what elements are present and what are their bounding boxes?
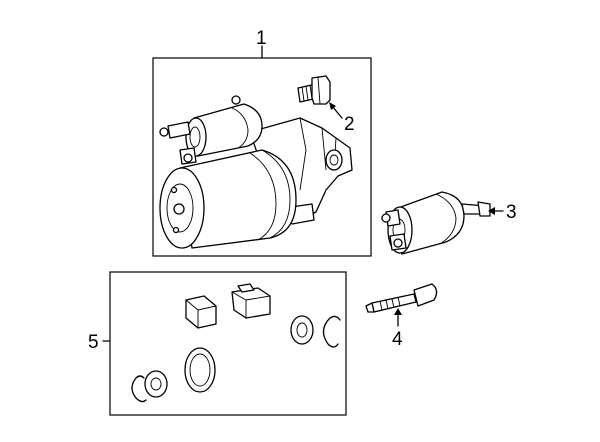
- callout-3-arrow: [488, 207, 495, 215]
- callout-1: 1: [256, 28, 267, 49]
- callout-2-arrow: [329, 102, 336, 110]
- through-bolt[interactable]: [365, 283, 438, 313]
- callout-4-arrow: [394, 308, 402, 315]
- brush-holder[interactable]: [231, 283, 271, 319]
- solenoid[interactable]: [381, 191, 491, 255]
- mounting-bolt[interactable]: [297, 75, 331, 105]
- washer[interactable]: [144, 370, 168, 398]
- o-ring[interactable]: [290, 315, 314, 345]
- callout-5: 5: [88, 332, 99, 353]
- starter-motor[interactable]: [159, 95, 353, 249]
- repair-kit-box: [109, 271, 347, 416]
- callout-2: 2: [344, 114, 355, 135]
- callout-4: 4: [392, 329, 403, 350]
- callout-3: 3: [506, 202, 517, 223]
- snap-ring-small[interactable]: [131, 375, 147, 403]
- brush-block[interactable]: [185, 295, 217, 329]
- callout-2-leader: [331, 105, 343, 119]
- seal-ring[interactable]: [184, 347, 216, 393]
- snap-ring-large[interactable]: [322, 315, 341, 348]
